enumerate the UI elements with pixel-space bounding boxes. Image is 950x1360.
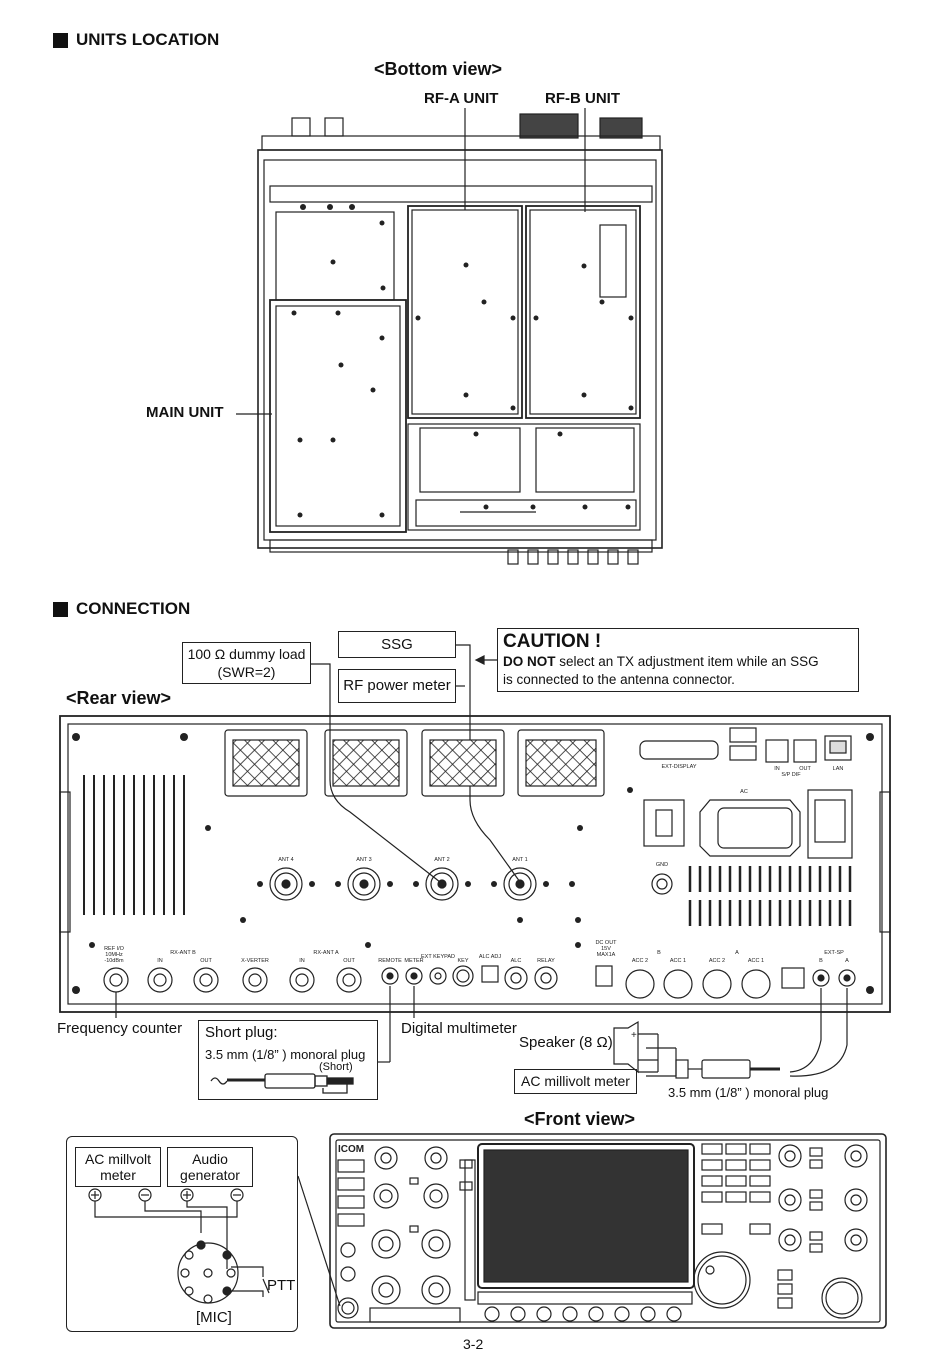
dc-v-label: 15V [601,946,611,952]
acc-b-label: B [657,950,661,956]
speaker-label: Speaker (8 Ω) [519,1034,613,1051]
front-view-title: <Front view> [524,1109,636,1129]
rx-ant-b-out-label: OUT [200,958,212,964]
alc-label: ALC [511,958,522,964]
rf-a-unit-label: RF-A UNIT [424,90,499,107]
front-panel-drawing: ICOM [297,1133,887,1329]
mic-label: [MIC] [196,1309,232,1326]
ant3-label: ANT 3 [356,857,372,863]
ext-sp-a-label: A [845,958,849,964]
ptt-label: PTT [267,1277,296,1294]
ant1-label: ANT 1 [512,857,528,863]
units-location-heading: UNITS LOCATION [53,30,219,50]
digital-multimeter-label: Digital multimeter [401,1020,517,1037]
dummy-load-box: 100 Ω dummy load (SWR=2) [182,642,311,684]
caution-box: CAUTION ! DO NOT select an TX adjustment… [497,628,859,692]
ant4-label: ANT 4 [278,857,294,863]
main-unit-label: MAIN UNIT [146,404,224,421]
ac-millivolt-meter-box: AC millivolt meter [514,1069,637,1094]
speaker-connection-drawing: + [613,1020,780,1079]
ext-display-label: EXT-DISPLAY [661,764,696,770]
rf-power-meter-box: RF power meter [338,669,456,703]
page-number: 3-2 [463,1336,484,1352]
dc-out-label: DC OUT [595,940,617,946]
rear-view-title: <Rear view> [66,688,172,708]
plus-mark: + [631,1030,637,1041]
acc1-a-label: ACC 1 [748,958,764,964]
short-label: (Short) [319,1061,353,1073]
ref-mhz-label: 10MHz [105,952,123,958]
ssg-box: SSG [338,631,456,658]
short-plug-title: Short plug: [205,1024,278,1041]
ac-label: AC [740,789,748,795]
key-label: KEY [457,958,468,964]
icom-logo: ICOM [338,1144,364,1155]
short-plug-icon [210,1073,354,1094]
ref-io-label: REF I/O [104,946,125,952]
meter-label: METER [404,958,423,964]
ext-sp-label: EXT-SP [824,950,844,956]
dummy-load-swr: (SWR=2) [217,664,276,680]
spdif-label: S/P DIF [781,772,801,778]
alc-adj-label: ALC ADJ [479,954,502,960]
spdif-out-label: OUT [799,766,811,772]
short-plug-box: Short plug: 3.5 mm (1/8” ) monoral plug … [198,1020,378,1100]
bottom-view-title: <Bottom view> [374,59,503,79]
lan-label: LAN [833,766,844,772]
acc-a-label: A [735,950,739,956]
mic-wiring-drawing [88,1188,299,1313]
rf-b-unit-label: RF-B UNIT [545,90,620,107]
rx-ant-a-label: RX-ANT A [313,950,339,956]
dummy-load-label: 100 Ω dummy load [187,646,306,662]
gnd-label: GND [656,862,668,868]
x-verter-label: X-VERTER [241,958,269,964]
caution-bold: DO NOT [503,654,556,669]
rx-ant-a-in-label: IN [299,958,305,964]
mono-plug-label: 3.5 mm (1/8” ) monoral plug [668,1085,829,1100]
rear-panel-drawing: EXT-DISPLAY IN OUT S/P DIF LAN AC GND AN… [59,644,891,1077]
ac-millivolt-meter-inset-box: AC millvolt meter [75,1147,161,1187]
frequency-counter-label: Frequency counter [57,1020,183,1037]
short-plug-desc: 3.5 mm (1/8” ) monoral plug [205,1047,366,1062]
section-marker-icon [53,601,68,617]
bottom-view-drawing [236,108,663,565]
caution-title: CAUTION ! [503,631,602,652]
remote-label: REMOTE [378,958,402,964]
rx-ant-b-in-label: IN [157,958,163,964]
connection-title: CONNECTION [76,599,191,618]
ext-keypad-label: EXT KEYPAD [421,954,455,960]
units-location-title: UNITS LOCATION [76,30,220,49]
caution-text-2: is connected to the antenna connector. [503,672,735,687]
acc2-b-label: ACC 2 [632,958,648,964]
acc1-b-label: ACC 1 [670,958,686,964]
ant2-label: ANT 2 [434,857,450,863]
rx-ant-a-out-label: OUT [343,958,355,964]
rx-ant-b-label: RX-ANT B [170,950,196,956]
connection-heading: CONNECTION [53,599,190,619]
ext-sp-b-label: B [819,958,823,964]
acc2-a-label: ACC 2 [709,958,725,964]
audio-generator-box: Audio generator [167,1147,253,1187]
ref-dbm-label: -10dBm [104,958,124,964]
relay-label: RELAY [537,958,555,964]
spdif-in-label: IN [774,766,780,772]
section-marker-icon [53,32,68,48]
dc-a-label: MAX1A [597,952,616,958]
mic-connection-inset: AC millvolt meter Audio generator PTT [M… [66,1136,299,1332]
caution-text-1: select an TX adjustment item while an SS… [555,654,819,669]
